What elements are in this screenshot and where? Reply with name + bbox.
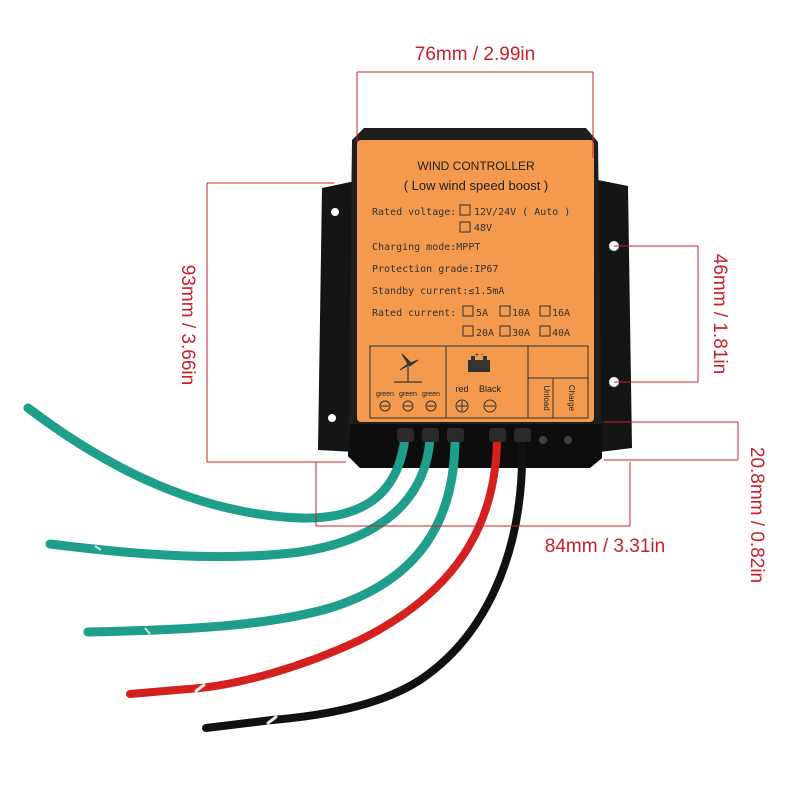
- current-option: 10A: [512, 308, 530, 319]
- mount-hole-bottom-left: [328, 414, 336, 422]
- wire-green-1: [23, 403, 410, 523]
- charging-mode: Charging mode:MPPT: [372, 242, 480, 253]
- dim-height-left: 93mm / 3.66in: [177, 265, 198, 385]
- dim-width-top: 76mm / 2.99in: [415, 44, 535, 65]
- wire-label-green: green: [422, 391, 440, 398]
- controller-label-panel: [357, 140, 594, 422]
- wire-green-2: [45, 433, 435, 562]
- cable-glands: [397, 428, 531, 442]
- current-checkbox: [462, 305, 474, 317]
- mount-hole-top-left: [331, 208, 339, 216]
- current-option: 30A: [512, 328, 530, 339]
- voltage-checkbox-1: [459, 204, 471, 216]
- dim-width-bottom: 84mm / 3.31in: [545, 536, 665, 557]
- charge-led: [564, 436, 572, 444]
- current-option: 20A: [476, 328, 494, 339]
- dim-hole-spacing: 46mm / 1.81in: [709, 254, 730, 374]
- wire-red: [126, 432, 501, 698]
- current-checkbox: [499, 325, 511, 337]
- unload-led-label: Unload: [542, 385, 551, 410]
- standby-current: Standby current:≤1.5mA: [372, 286, 504, 297]
- label-title: WIND CONTROLLER: [417, 159, 535, 173]
- current-option: 16A: [552, 308, 570, 319]
- current-option: 5A: [476, 308, 488, 319]
- current-checkbox: [539, 305, 551, 317]
- label-subtitle: ( Low wind speed boost ): [404, 178, 549, 193]
- battery-symbol: + -: [475, 352, 484, 359]
- unload-led: [539, 436, 547, 444]
- wire-black: [202, 432, 527, 732]
- battery-icon: + -: [468, 352, 490, 372]
- dimension-lines: [206, 71, 739, 527]
- voltage-option-2: 48V: [474, 223, 492, 234]
- wire-green-3: [83, 433, 460, 637]
- wire-label-green: green: [376, 391, 394, 398]
- wire-label-black: Black: [479, 384, 502, 394]
- charge-led-label: Charge: [567, 385, 576, 412]
- current-option: 40A: [552, 328, 570, 339]
- housing-bottom-edge: [348, 424, 602, 468]
- voltage-option-1: 12V/24V ( Auto ): [474, 207, 570, 218]
- wire-green-tips: [94, 545, 151, 635]
- wiring-legend: [369, 345, 589, 419]
- current-checkbox: [499, 305, 511, 317]
- rated-voltage-label: Rated voltage:: [372, 207, 456, 218]
- voltage-checkbox-2: [459, 221, 471, 233]
- wind-turbine-icon: [394, 353, 422, 383]
- terminal-symbols-battery: [455, 399, 497, 413]
- current-checkbox: [462, 325, 474, 337]
- current-checkbox: [539, 325, 551, 337]
- dim-thickness: 20.8mm / 0.82in: [746, 447, 767, 583]
- protection-grade: Protection grade:IP67: [372, 264, 498, 275]
- terminal-symbols-turbine: [379, 400, 437, 412]
- wire-label-red: red: [455, 384, 468, 394]
- rated-current-label: Rated current:: [372, 308, 456, 319]
- wire-label-green: green: [399, 391, 417, 398]
